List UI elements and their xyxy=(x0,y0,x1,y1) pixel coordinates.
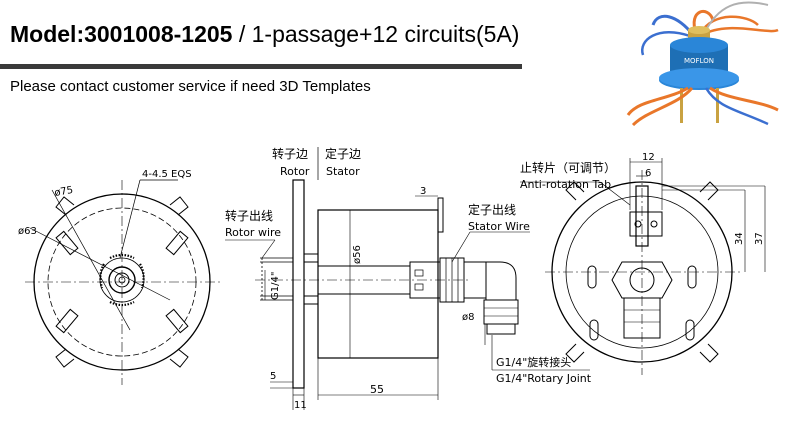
front-view xyxy=(25,179,220,385)
model-spec: 1-passage+12 circuits(5A) xyxy=(251,21,520,47)
label-stator-wire-cn: 定子出线 xyxy=(468,202,516,217)
photo-logo: MOFLON xyxy=(684,57,714,65)
dim-tab-width: 12 xyxy=(642,152,655,163)
dim-slot-width: 6 xyxy=(645,168,651,179)
dim-mounting-holes: 4-4.5 EQS xyxy=(142,169,192,180)
title-separator: / xyxy=(232,21,252,47)
title-underline xyxy=(0,64,522,69)
label-rotor-wire-cn: 转子出线 xyxy=(225,208,273,223)
dim-center-to-tab: 37 xyxy=(754,232,765,245)
dim-flange-width: 11 xyxy=(294,400,307,411)
dim-body-diameter: ø56 xyxy=(352,245,363,264)
label-rotary-joint-cn: G1/4"旋转接头 xyxy=(496,355,571,369)
dim-tab-thickness: 3 xyxy=(420,186,426,197)
dim-outer-diameter: ø75 xyxy=(54,185,74,199)
label-rotor-wire-en: Rotor wire xyxy=(225,226,281,239)
model-number: Model:3001008-1205 xyxy=(10,21,233,47)
dim-body-length: 55 xyxy=(370,383,384,396)
page-title: Model:3001008-1205 / 1-passage+12 circui… xyxy=(10,20,519,48)
label-anti-rotation-cn: 止转片（可调节） xyxy=(520,160,616,175)
dim-shaft-thread: G1/4" xyxy=(270,272,281,300)
subtitle: Please contact customer service if need … xyxy=(10,78,371,95)
label-rotary-joint-en: G1/4"Rotary Joint xyxy=(496,372,592,385)
label-stator-en: Stator xyxy=(326,165,360,178)
side-view xyxy=(225,147,590,410)
label-rotor-cn: 转子边 xyxy=(272,146,308,161)
dim-joint-diameter: ø8 xyxy=(462,312,474,323)
label-stator-cn: 定子边 xyxy=(325,146,361,161)
dim-center-to-slot: 34 xyxy=(734,232,745,245)
dim-flange-offset: 5 xyxy=(270,371,276,382)
label-stator-wire-en: Stator Wire xyxy=(468,220,530,233)
dim-bolt-circle: ø63 xyxy=(18,226,37,237)
label-rotor-en: Rotor xyxy=(280,165,310,178)
product-photo: MOFLON xyxy=(626,1,779,126)
label-anti-rotation-en: Anti-rotation Tab xyxy=(520,178,611,191)
back-view xyxy=(520,158,766,375)
